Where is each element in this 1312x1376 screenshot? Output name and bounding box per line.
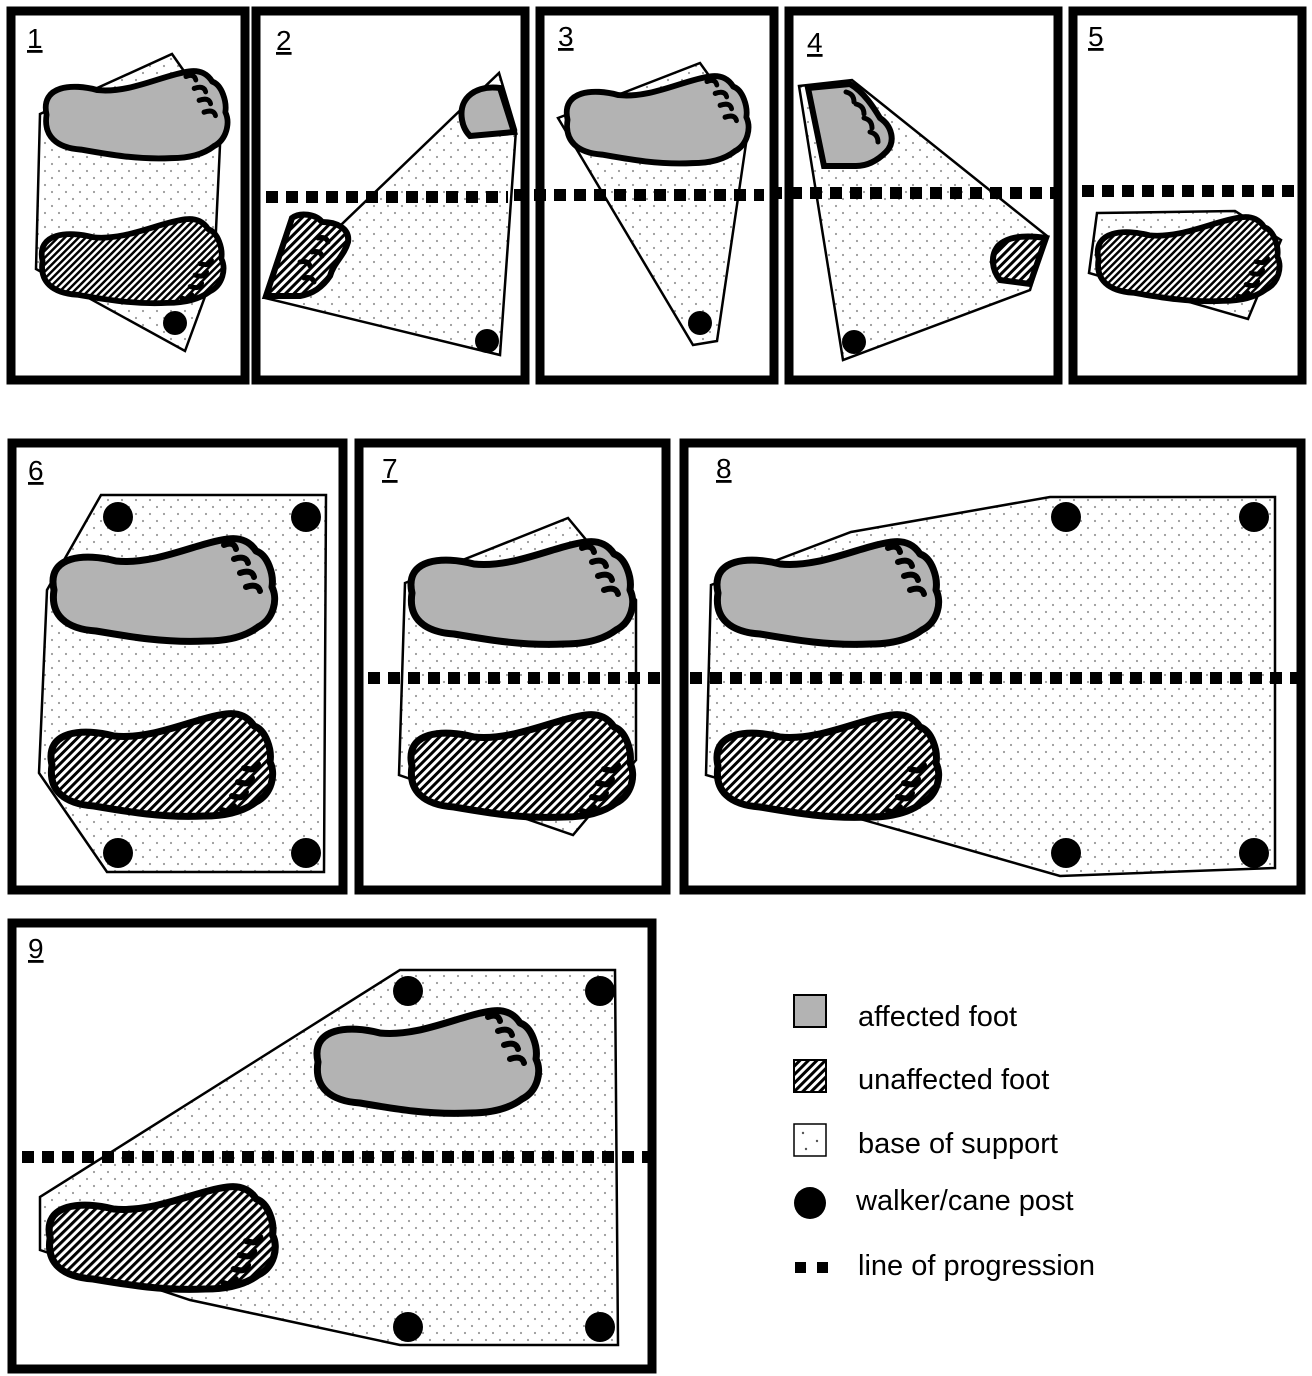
legend-label: unaffected foot	[858, 1064, 1049, 1096]
legend-swatch	[794, 1060, 826, 1092]
walker-cane-post	[585, 976, 615, 1006]
unaffected-foot	[42, 219, 224, 303]
panel-8: 8	[684, 443, 1301, 890]
panel-number: 8	[716, 453, 732, 484]
panel-1: 1	[11, 11, 245, 380]
walker-cane-post	[1239, 502, 1269, 532]
unaffected-foot	[51, 714, 273, 817]
legend-item-unaffected-foot: unaffected foot	[794, 1060, 1049, 1096]
panel-6: 6	[12, 443, 343, 890]
affected-foot	[53, 539, 275, 642]
panel-2: 2	[256, 11, 525, 380]
unaffected-foot	[717, 715, 939, 818]
walker-cane-post	[688, 311, 712, 335]
panel-number: 6	[28, 455, 44, 486]
panel-5: 5	[1073, 11, 1304, 380]
affected-foot	[317, 1011, 539, 1114]
panel-number: 2	[276, 25, 292, 56]
walker-cane-post	[103, 838, 133, 868]
walker-cane-post-icon	[794, 1187, 826, 1219]
walker-cane-post	[103, 502, 133, 532]
panel-7: 7	[359, 443, 668, 890]
unaffected-foot	[1098, 217, 1280, 301]
unaffected-foot	[411, 715, 633, 818]
panel-number: 4	[807, 27, 823, 58]
walker-cane-post	[291, 502, 321, 532]
affected-foot	[46, 71, 228, 158]
unaffected-foot	[49, 1187, 275, 1290]
walker-cane-post	[1239, 838, 1269, 868]
walker-cane-post	[585, 1312, 615, 1342]
panel-4: 4	[770, 11, 1060, 380]
legend-item-line-of-progression: line of progression	[795, 1250, 1095, 1282]
panel-number: 3	[558, 21, 574, 52]
affected-foot	[717, 542, 939, 645]
walker-cane-post	[842, 330, 866, 354]
legend-swatch	[794, 995, 826, 1027]
legend-label: base of support	[858, 1128, 1058, 1160]
affected-foot	[567, 76, 749, 163]
walker-cane-post	[393, 1312, 423, 1342]
legend-label: line of progression	[858, 1250, 1095, 1282]
walker-cane-post	[291, 838, 321, 868]
affected-foot	[411, 542, 633, 645]
walker-cane-post	[163, 311, 187, 335]
legend-item-affected-foot: affected foot	[794, 995, 1017, 1033]
walker-cane-post	[475, 329, 499, 353]
legend-label: walker/cane post	[855, 1185, 1074, 1217]
panel-number: 5	[1088, 21, 1104, 52]
panel-number: 9	[28, 933, 44, 964]
dash-icon	[817, 1262, 828, 1273]
legend-swatch	[794, 1124, 826, 1156]
legend: affected foot unaffected foot base of su…	[794, 995, 1095, 1282]
walker-cane-post	[1051, 502, 1081, 532]
legend-item-walker-cane-post: walker/cane post	[794, 1185, 1074, 1219]
walker-cane-post	[393, 976, 423, 1006]
panel-3: 3	[514, 11, 774, 380]
panel-9: 9	[12, 923, 652, 1369]
legend-label: affected foot	[858, 1001, 1017, 1033]
walker-cane-post	[1051, 838, 1081, 868]
panel-number: 1	[27, 23, 43, 54]
panel-number: 7	[382, 453, 398, 484]
legend-item-base-of-support: base of support	[794, 1124, 1058, 1160]
dash-icon	[795, 1262, 806, 1273]
